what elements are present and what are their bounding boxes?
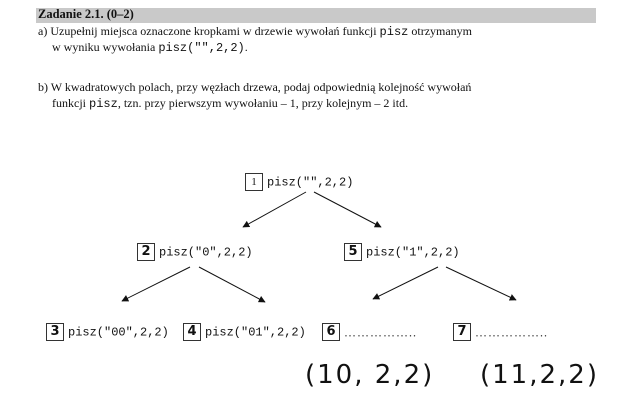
part-b-func: pisz bbox=[89, 97, 118, 111]
tree-node-leaf-1: 3 pisz("00",2,2) bbox=[46, 322, 169, 342]
tree-node-left: 2 pisz("0",2,2) bbox=[137, 242, 253, 262]
part-a-call: pisz("",2,2) bbox=[158, 41, 245, 55]
part-a-text-2: w wyniku wywołania bbox=[52, 40, 159, 54]
part-b-line-1: b) W kwadratowych polach, przy węzłach d… bbox=[38, 80, 472, 94]
part-a-text-2b: . bbox=[244, 40, 248, 54]
part-a-text-1b: otrzymanym bbox=[408, 24, 473, 38]
edge-root-right bbox=[313, 191, 382, 228]
order-box-leaf-1: 3 bbox=[46, 323, 64, 342]
part-a-text-1: a) Uzupełnij miejsca oznaczone kropkami … bbox=[38, 24, 380, 38]
handwritten-answer-leaf-4: (11,2,2) bbox=[480, 360, 599, 390]
dots-leaf-4: …………….. bbox=[475, 325, 548, 340]
order-box-left: 2 bbox=[137, 243, 155, 262]
node-call-leaf-2: pisz("01",2,2) bbox=[205, 325, 306, 340]
edge-right-leaf4 bbox=[445, 266, 517, 301]
node-call-left: pisz("0",2,2) bbox=[159, 245, 253, 260]
edge-root-left bbox=[242, 191, 307, 228]
part-a-line-1: a) Uzupełnij miejsca oznaczone kropkami … bbox=[38, 24, 472, 40]
edge-right-leaf3 bbox=[372, 266, 439, 300]
node-call-leaf-1: pisz("00",2,2) bbox=[68, 325, 169, 340]
part-b-text-2: funkcji bbox=[52, 96, 89, 110]
title-bar bbox=[36, 8, 596, 23]
order-box-leaf-4: 7 bbox=[453, 323, 471, 342]
part-b-line-2: funkcji pisz, tzn. przy pierwszym wywoła… bbox=[52, 96, 408, 112]
part-b-text-2b: , tzn. przy pierwszym wywołaniu – 1, prz… bbox=[117, 96, 409, 110]
order-box-root: 1 bbox=[245, 173, 263, 192]
tree-node-leaf-2: 4 pisz("01",2,2) bbox=[183, 322, 306, 342]
node-call-root: pisz("",2,2) bbox=[267, 175, 354, 190]
edge-left-leaf2 bbox=[198, 266, 266, 303]
tree-node-leaf-4: 7 …………….. bbox=[453, 322, 548, 342]
tree-node-right: 5 pisz("1",2,2) bbox=[344, 242, 460, 262]
node-call-right: pisz("1",2,2) bbox=[366, 245, 460, 260]
handwritten-answer-leaf-3: (10, 2,2) bbox=[305, 360, 435, 390]
part-a-line-2: w wyniku wywołania pisz("",2,2). bbox=[52, 40, 248, 56]
order-box-right: 5 bbox=[344, 243, 362, 262]
order-box-leaf-2: 4 bbox=[183, 323, 201, 342]
task-title: Zadanie 2.1. (0–2) bbox=[38, 7, 134, 21]
dots-leaf-3: …………….. bbox=[344, 325, 417, 340]
part-a-func: pisz bbox=[379, 25, 409, 39]
edge-left-leaf1 bbox=[121, 266, 191, 302]
order-box-leaf-3: 6 bbox=[322, 323, 340, 342]
tree-node-root: 1 pisz("",2,2) bbox=[245, 172, 354, 192]
tree-node-leaf-3: 6 …………….. bbox=[322, 322, 417, 342]
